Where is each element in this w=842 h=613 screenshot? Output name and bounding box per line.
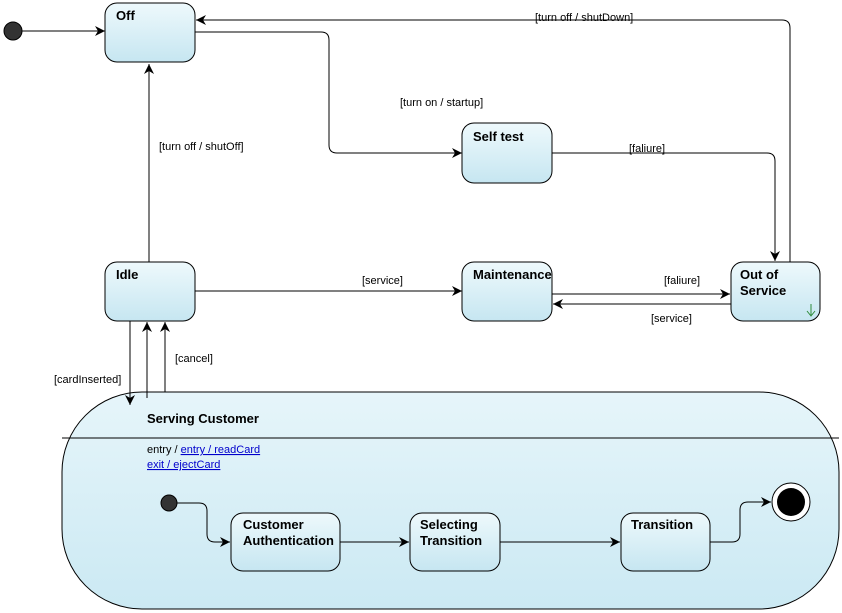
inner-initial-node[interactable]	[160, 494, 178, 512]
state-selecting-transition-label-line1: Selecting	[420, 517, 478, 532]
label-failure-maintenance: [faliure]	[664, 275, 700, 287]
final-node-inner	[777, 488, 805, 516]
state-off[interactable]: Off	[104, 2, 196, 63]
label-turn-on-startup: [turn on / startup]	[400, 97, 483, 109]
green-down-arrow-icon	[806, 304, 816, 317]
state-out-of-service-label-line1: Out of	[740, 267, 779, 282]
label-cancel: [cancel]	[175, 353, 213, 365]
state-customer-authentication-label-line1: Customer	[243, 517, 304, 532]
composite-state-serving-customer[interactable]: Serving Customer entry / entry / readCar…	[61, 391, 840, 610]
edge-inner-initial-to-auth	[177, 502, 230, 547]
exit-action-link[interactable]: exit / ejectCard	[147, 459, 220, 471]
state-idle-box	[104, 261, 196, 322]
label-service-idle: [service]	[362, 275, 403, 287]
entry-action-link[interactable]: entry / readCard	[181, 444, 260, 456]
entry-action-line: entry / entry / readCard	[147, 444, 260, 456]
edges	[22, 15, 791, 547]
label-turn-off-shutoff: [turn off / shutOff]	[159, 141, 244, 153]
transition-labels: [turn off / shutDown] [turn on / startup…	[54, 12, 700, 386]
state-idle-label: Idle	[116, 267, 138, 282]
state-maintenance[interactable]: Maintenance	[461, 261, 553, 322]
entry-prefix: entry /	[147, 444, 181, 456]
composite-title: Serving Customer	[147, 411, 259, 426]
state-maintenance-box	[461, 261, 553, 322]
label-failure-selftest: [faliure]	[629, 143, 665, 155]
edge-transition-to-final	[710, 497, 771, 543]
state-transition-label: Transition	[631, 517, 693, 532]
label-service-back: [service]	[651, 313, 692, 325]
state-selecting-transition-label-line2: Transition	[420, 533, 482, 548]
state-self-test-box	[461, 122, 553, 184]
state-selecting-transition-box	[409, 512, 501, 572]
edge-outofservice-to-off	[196, 15, 791, 262]
state-maintenance-label: Maintenance	[473, 267, 552, 282]
edge-off-to-selftest	[195, 31, 462, 158]
state-out-of-service[interactable]: Out of Service	[730, 261, 821, 322]
state-customer-authentication[interactable]: Customer Authentication	[230, 512, 341, 572]
initial-node[interactable]	[3, 21, 23, 41]
state-selecting-transition[interactable]: Selecting Transition	[409, 512, 501, 572]
state-self-test[interactable]: Self test	[461, 122, 553, 184]
state-customer-authentication-label-line2: Authentication	[243, 533, 334, 548]
label-turn-off-shutdown: [turn off / shutDown]	[535, 12, 633, 24]
state-transition-box	[620, 512, 711, 572]
state-transition[interactable]: Transition	[620, 512, 711, 572]
state-off-box	[104, 2, 196, 63]
state-customer-authentication-box	[230, 512, 341, 572]
state-out-of-service-box	[730, 261, 821, 322]
state-out-of-service-label-line2: Service	[740, 283, 786, 298]
state-off-label: Off	[116, 8, 135, 23]
state-idle[interactable]: Idle	[104, 261, 196, 322]
edge-selftest-to-outofservice	[552, 152, 780, 261]
state-self-test-label: Self test	[473, 129, 524, 144]
final-node[interactable]	[771, 482, 811, 522]
label-card-inserted: [cardInserted]	[54, 374, 121, 386]
